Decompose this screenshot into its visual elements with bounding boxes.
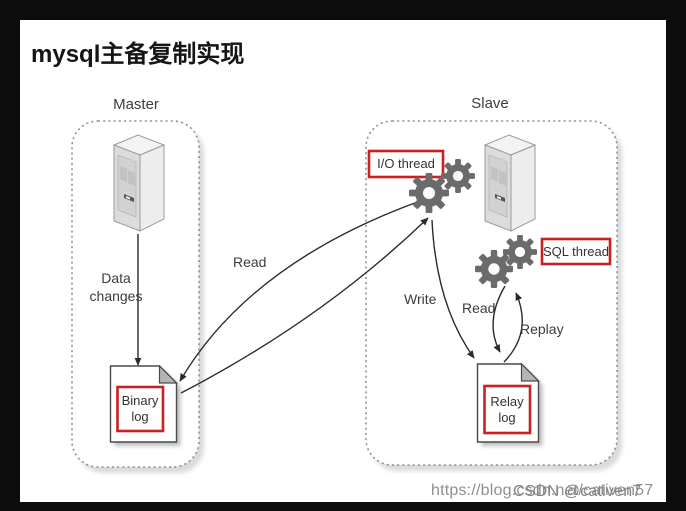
replay-arrow [503,292,523,363]
relay-log-highlight-box [483,384,532,435]
relay-read-label: Read [462,300,496,316]
io-thread-highlight-box [367,149,445,179]
sql-thread-label: SQL thread [542,243,609,259]
read-request-arrow [180,217,429,394]
relay-log-label: Relay log [490,393,524,425]
write-label: Write [404,291,437,307]
binary-log-highlight-box [116,385,165,433]
master-server-icon [113,134,165,232]
watermark-username: CSDN @cativen7 [513,483,642,500]
relay-read-arrow [492,285,506,353]
slave-group-label: Slave [471,95,509,112]
binary-log-label: Binary log [121,393,159,424]
replay-label: Replay [520,321,564,337]
relay-log-fold [520,362,540,382]
sql-thread-highlight-box [540,237,612,266]
sql-thread-gear-icon [475,250,513,288]
io-thread-gear-icon [441,159,475,193]
io-thread-label: I/O thread [377,156,435,171]
data-changes-label: Data changes [89,270,143,304]
binary-log-fold [158,364,178,384]
sql-thread-gear-icon [503,235,537,269]
write-arrow [431,219,475,359]
read-return-arrow [179,199,424,382]
slave-server-icon [484,134,536,232]
watermark-url: https://blog.csdn.net/cativen57 [431,482,654,499]
page-title: mysql主备复制实现 [31,41,245,68]
master-group-label: Master [113,96,159,113]
io-thread-gear-icon [409,173,449,213]
read-flow-label: Read [233,254,267,270]
